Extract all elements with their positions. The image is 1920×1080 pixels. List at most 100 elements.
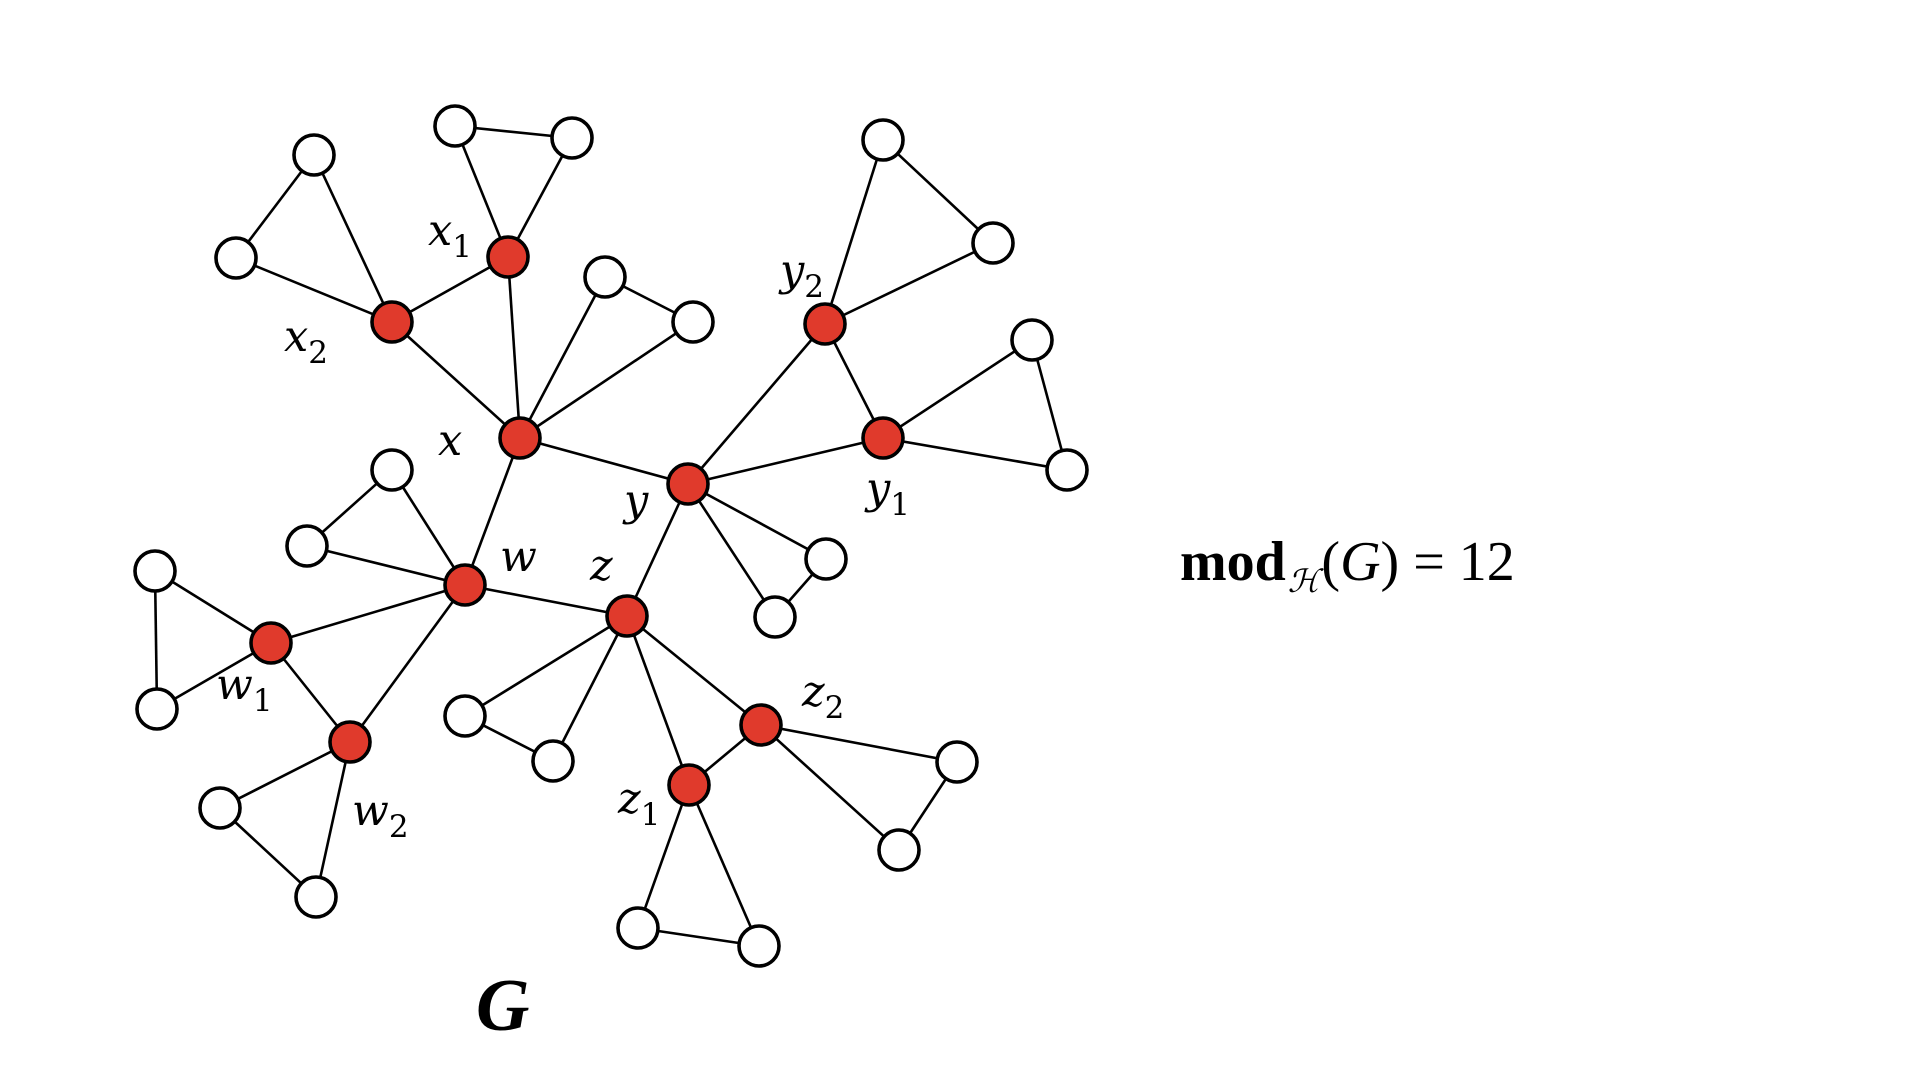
edge-w-w1	[270, 583, 466, 645]
vertex-label-x1-subscript: 1	[452, 229, 472, 265]
edge-y-ya2	[686, 483, 777, 618]
plain-vertex-ya1	[804, 537, 848, 581]
edge-w-wa1	[390, 469, 467, 586]
plain-vertex-w1b	[135, 687, 179, 731]
highlighted-vertex-x1	[486, 235, 530, 279]
edge-y-y2	[687, 323, 826, 485]
plain-vertex-x1b	[550, 116, 594, 160]
vertex-label-z1: z1	[617, 774, 660, 833]
plain-vertex-x1a	[433, 104, 477, 148]
plain-vertex-w2b	[294, 875, 338, 919]
vertex-label-y1-base: y	[864, 464, 891, 514]
edge-x2-x2b	[235, 256, 393, 324]
plain-vertex-y2a	[861, 118, 905, 162]
edge-z-z1	[625, 615, 691, 786]
plain-vertex-z1b	[737, 924, 781, 968]
formula-close-paren: )	[1380, 531, 1400, 593]
edge-x2-x2a	[312, 154, 394, 323]
plain-vertex-wa1	[370, 448, 414, 492]
vertex-label-z2-subscript: 2	[825, 690, 845, 726]
edge-z1-z1a	[636, 784, 691, 929]
vertex-label-w2-subscript: 2	[389, 809, 409, 845]
vertex-label-z-base: z	[589, 541, 613, 591]
edge-x-w	[463, 437, 522, 586]
edge-x-xa2	[519, 320, 694, 440]
edge-y2-y2b	[824, 241, 994, 326]
edge-w2a-w2b	[219, 807, 317, 898]
vertex-label-w1-subscript: 1	[253, 683, 273, 719]
vertex-label-x1: x1	[428, 206, 472, 265]
vertex-label-w-base: w	[500, 532, 537, 582]
edge-layer	[153, 124, 1069, 948]
edge-x1-x1b	[506, 137, 574, 258]
formula-argument: G	[1340, 531, 1381, 593]
plain-vertex-xa2	[671, 300, 715, 344]
plain-vertex-z1a	[616, 906, 660, 950]
vertex-label-w1-base: w	[216, 660, 253, 710]
vertex-label-z: z	[589, 541, 613, 591]
edge-y-y1	[687, 436, 884, 486]
edge-y2a-y2b	[882, 139, 994, 244]
edge-x1-x2	[391, 255, 509, 324]
plain-vertex-xa1	[583, 255, 627, 299]
edge-z-za1	[464, 614, 628, 718]
plain-vertex-ya2	[753, 595, 797, 639]
edge-z-z2	[626, 614, 762, 727]
plain-vertex-za2	[531, 739, 575, 783]
modulator-formula: modℋ(G) = 12	[1180, 530, 1515, 600]
plain-vertex-y1a	[1010, 318, 1054, 362]
edge-x-xa1	[518, 276, 607, 439]
edge-w1a-w1b	[153, 570, 159, 710]
edge-w-w2	[348, 584, 467, 743]
edge-w1-w1a	[154, 569, 272, 645]
vertex-label-w: w	[500, 532, 537, 582]
edge-w-wa2	[306, 544, 466, 587]
vertex-label-z2-base: z	[801, 667, 825, 717]
edge-z-za2	[551, 615, 629, 762]
graph-name-label: G	[476, 965, 529, 1047]
vertex-label-x2: x2	[284, 312, 328, 371]
vertex-label-x2-base: x	[284, 312, 308, 362]
edge-x-y	[519, 436, 689, 486]
edge-y2-y2a	[823, 139, 885, 325]
plain-vertex-y1b	[1045, 448, 1089, 492]
plain-vertex-x2b	[214, 236, 258, 280]
plain-vertex-w2a	[198, 786, 242, 830]
vertex-label-w2: w2	[352, 786, 409, 845]
edge-z2-z2b	[760, 724, 900, 851]
edge-y1-y1b	[882, 436, 1068, 472]
edge-y1a-y1b	[1030, 339, 1069, 471]
edge-w2-w2a	[219, 740, 351, 810]
highlighted-vertex-z1	[667, 763, 711, 807]
plain-vertex-z2a	[935, 740, 979, 784]
highlighted-vertex-z	[605, 594, 649, 638]
edge-y-ya1	[687, 482, 827, 561]
vertex-label-w2-base: w	[352, 786, 389, 836]
vertex-label-z1-subscript: 1	[641, 797, 661, 833]
highlighted-vertex-x	[498, 416, 542, 460]
vertex-label-y2-subscript: 2	[804, 269, 824, 305]
formula-relation: = 12	[1413, 531, 1515, 593]
vertex-label-y1-subscript: 1	[890, 487, 910, 523]
plain-vertex-w1a	[133, 549, 177, 593]
highlighted-vertex-y1	[861, 416, 905, 460]
vertex-label-y-base: y	[622, 476, 649, 526]
vertex-label-x-base: x	[438, 416, 462, 466]
plain-vertex-x2a	[292, 133, 336, 177]
vertex-label-y: y	[622, 476, 649, 526]
formula-operator: mod	[1180, 531, 1286, 593]
highlighted-vertex-y	[666, 462, 710, 506]
vertex-label-y1: y1	[864, 464, 910, 523]
vertex-label-y2-base: y	[778, 246, 805, 296]
edge-y1-y1a	[882, 338, 1033, 440]
highlighted-vertex-w	[443, 563, 487, 607]
vertex-label-z1-base: z	[617, 774, 641, 824]
edge-w2-w2b	[314, 741, 352, 898]
edge-z1-z1b	[687, 784, 761, 947]
highlighted-vertex-x2	[370, 300, 414, 344]
highlighted-vertex-w2	[328, 720, 372, 764]
edge-y-z	[625, 483, 690, 617]
formula-subscript: ℋ	[1287, 563, 1320, 599]
vertex-label-x1-base: x	[428, 206, 452, 256]
